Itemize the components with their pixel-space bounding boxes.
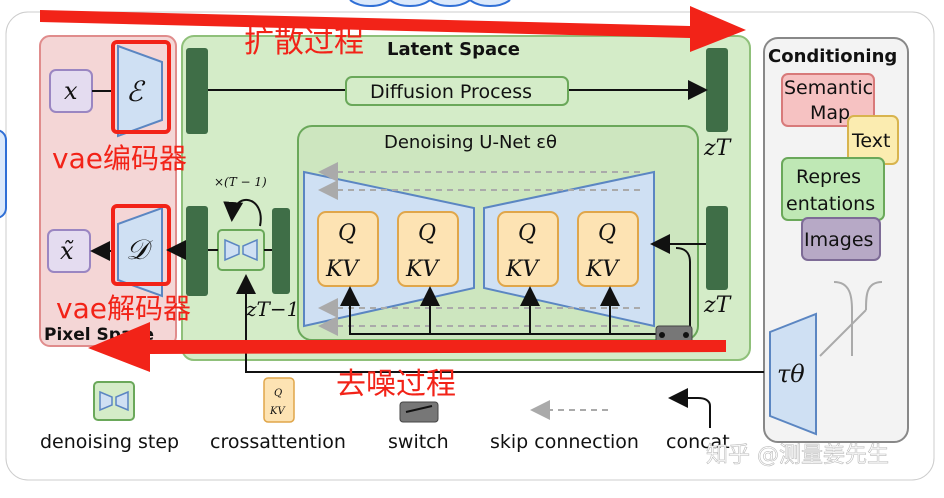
legend-crossattention-kv: KV: [269, 406, 286, 417]
tau-to-unet-line: [236, 274, 764, 373]
images-label: Images: [804, 229, 873, 251]
concat-curve: [675, 247, 691, 334]
tau-trapezoid: [769, 312, 817, 436]
unet-title: Denoising U-Net εθ: [384, 132, 557, 153]
cond-arrow-1: [340, 286, 690, 335]
left-edge-bubble: [0, 129, 7, 219]
encoder-trapezoid: [117, 44, 163, 138]
switch-dot-left: [659, 332, 665, 338]
x-label: x: [64, 77, 78, 105]
watermark: 知乎 @测量姜先生: [706, 443, 889, 468]
decoder-trapezoid: [117, 206, 163, 298]
cond-gray-connectors: [819, 281, 883, 357]
z-T-bottom-label: zT: [703, 293, 733, 318]
forward-diffusion-arrow: [40, 6, 746, 52]
semantic-map-box: [781, 73, 875, 127]
z-T-1-label: zT−1: [245, 297, 299, 321]
legend-concat: concat: [666, 431, 730, 453]
legend-denoise-icon: [99, 390, 129, 412]
representations-label-1: Repres: [796, 166, 861, 188]
vae-decoder-annotation: vae解码器: [56, 292, 191, 325]
latent-bar-encoder: [186, 48, 208, 134]
semantic-map-label-2: Map: [810, 102, 850, 124]
qkv-block-2: Q KV: [397, 211, 459, 287]
legend-crossattention: crossattention: [210, 431, 346, 453]
vae-encoder-annotation: vae编码器: [52, 142, 187, 175]
legend-concat-arrow: [668, 388, 711, 428]
qkv-block-3-q: Q: [518, 221, 536, 246]
qkv-block-1-kv: KV: [325, 257, 360, 282]
latent-bar-zT-top: [706, 48, 728, 132]
qkv-block-2-q: Q: [418, 221, 436, 246]
images-box: [801, 217, 881, 261]
legend-crossattention-box: [263, 377, 295, 423]
conditioning-title: Conditioning: [768, 46, 897, 67]
qkv-block-1-q: Q: [338, 221, 356, 246]
diffusion-process-box: [345, 76, 569, 106]
legend-crossattention-q: Q: [274, 388, 282, 399]
repeat-loop-arrow: [223, 199, 262, 227]
top-edge-bubbles: [349, 0, 511, 7]
qkv-block-3: Q KV: [497, 211, 559, 287]
latent-bar-zT-bottom: [706, 206, 728, 290]
forward-annotation: 扩散过程: [244, 25, 364, 60]
switch-dot-right: [683, 332, 689, 338]
reverse-annotation: 去噪过程: [336, 367, 456, 402]
qkv-block-2-kv: KV: [405, 257, 440, 282]
reverse-denoise-arrow: [88, 322, 726, 372]
z-T-top-label: zT: [703, 136, 733, 161]
legend-denoise-box: [93, 381, 135, 421]
semantic-map-label-1: Semantic: [784, 77, 873, 99]
legend-denoising-step: denoising step: [40, 431, 179, 453]
denoising-step-icon: [224, 238, 258, 262]
text-label: Text: [851, 130, 890, 152]
qkv-block-4-kv: KV: [585, 257, 620, 282]
legend-switch-icon: [399, 401, 439, 423]
encoder-highlight: [111, 40, 171, 134]
x-tilde-label: x̃: [60, 237, 74, 265]
legend-skip-connection: skip connection: [490, 431, 639, 453]
latent-bar-left: [190, 210, 208, 294]
qkv-block-4: Q KV: [577, 211, 639, 287]
diffusion-process-label: Diffusion Process: [370, 81, 532, 103]
latent-bar-zT-1: [272, 208, 290, 294]
encoder-label: ℰ: [126, 75, 146, 108]
representations-label-2: entations: [786, 193, 875, 215]
tau-label: τθ: [777, 360, 805, 388]
qkv-block-3-kv: KV: [505, 257, 540, 282]
qkv-block-4-q: Q: [598, 221, 616, 246]
legend-switch: switch: [388, 431, 449, 453]
qkv-block-1: Q KV: [317, 211, 379, 287]
repeat-label: ×(T − 1): [214, 175, 267, 189]
latent-space-title: Latent Space: [387, 39, 520, 60]
legend-switch-line: [405, 405, 433, 413]
